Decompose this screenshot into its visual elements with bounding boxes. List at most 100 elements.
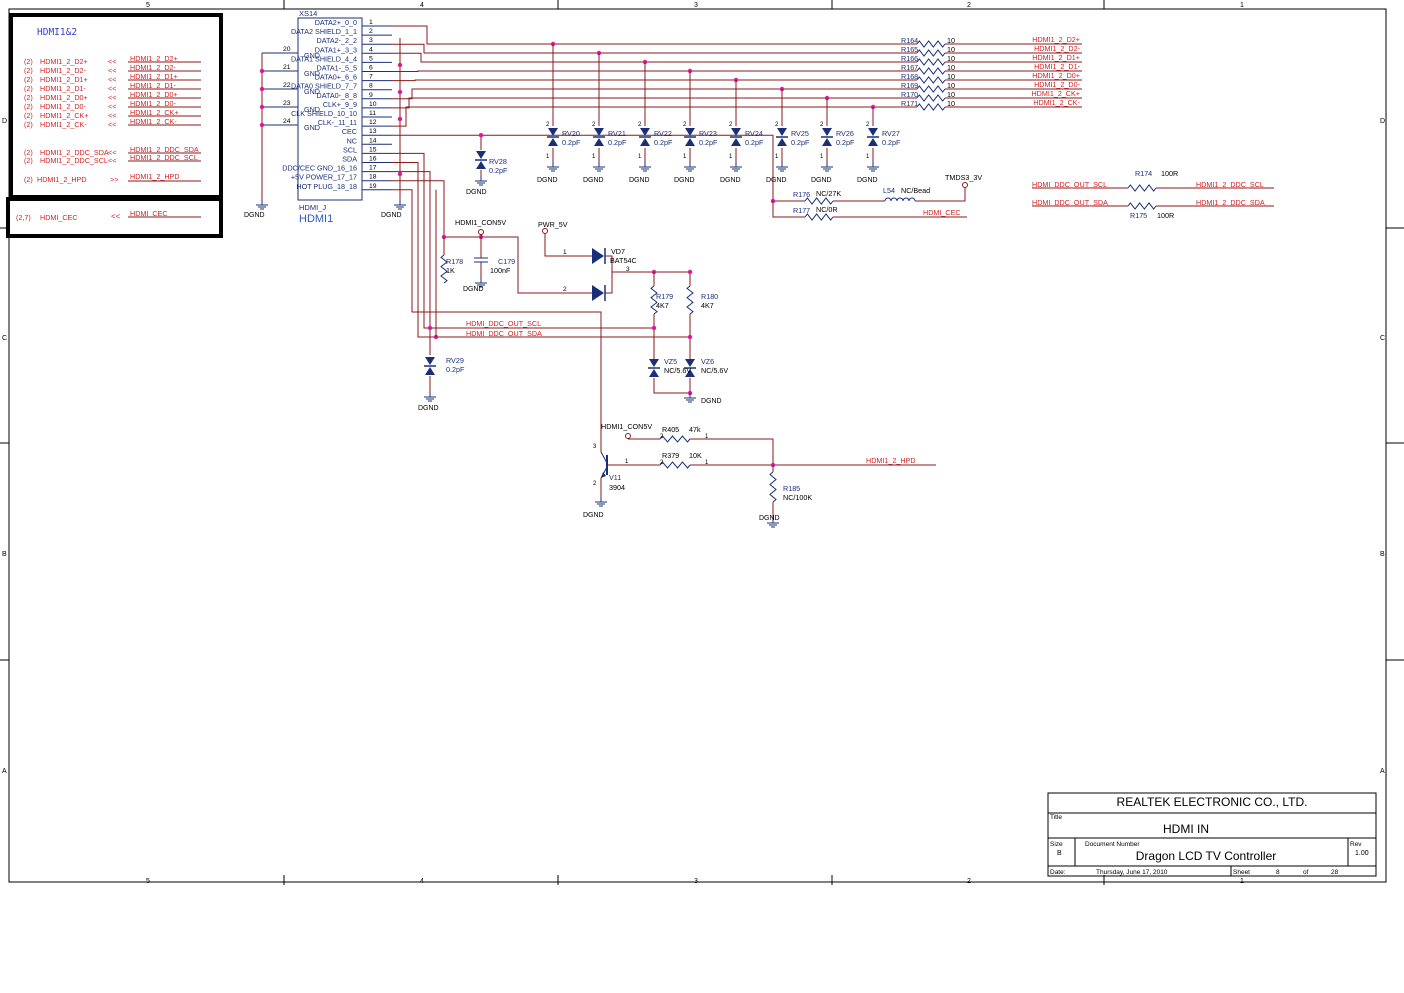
port-net: HDMI1_2_D2+ [130,54,178,63]
port-net: HDMI1_2_D2- [130,63,177,72]
rail-label: HDMI1_CON5V [601,422,652,431]
resistor-value: 10 [947,81,955,90]
pin-number: 3 [626,266,630,273]
resistor-value: 10 [947,36,955,45]
resistor-ref: R170 [901,90,918,99]
port-net: HDMI1_2_CK+ [130,108,179,117]
resistor-value: 10K [689,451,702,460]
connector-pin-label: DATA2 SHIELD_1_1 [291,27,357,36]
tvs-ref: RV26 [836,129,854,138]
tvs-value: 0.2pF [489,166,508,175]
ground-symbol [593,162,605,172]
diode-ref: VD7 [611,247,625,256]
ground-symbol [684,162,696,172]
pin-number: 1 [592,154,596,160]
tvs-ref: RV21 [608,129,626,138]
port-arrow: << [108,57,116,66]
connector-pin-number: 17 [369,165,377,172]
docnum-value: Dragon LCD TV Controller [1136,849,1277,863]
tvs-value: 0.2pF [791,138,810,147]
tvs-value: 0.2pF [882,138,901,147]
connector-pin-number: 3 [369,37,373,44]
tvs-diode [639,128,651,146]
junction-dot [397,171,403,177]
wire [612,271,691,286]
port-ref: (2) [24,84,33,93]
junction-dot [397,62,403,68]
connector-gnd-pin-number: 20 [283,46,291,53]
net-label: HDMI1_2_D1- [1034,62,1081,71]
ground-symbol [424,392,436,402]
connector-gnd-pin-number: 21 [283,64,291,71]
resistor-value: 10 [947,90,955,99]
resistor-value: 4K7 [656,301,669,310]
connector-gnd-pin-number: 23 [283,100,291,107]
connector-pin-label: DATA0+_6_6 [315,73,357,82]
row-label: D [1380,118,1385,125]
port-ref: (2) [24,66,33,75]
port-ref: (2) [24,156,33,165]
column-labels-top: 5 4 3 2 1 [146,2,1244,9]
resistor-value: 10 [947,99,955,108]
zener-vz5 [648,359,660,377]
tvs-diode [867,128,879,146]
port-name: HDMI1_2_HPD [37,175,87,184]
hdmi-port-box: HDMI1&2 (2)HDMI1_2_D2+<<HDMI1_2_D2+(2)HD… [9,13,223,199]
capacitor-value: 100nF [490,266,511,275]
junction-dot [427,325,433,331]
series-resistor [916,76,946,84]
connector-gnd-pin-number: 24 [283,118,291,125]
col-label: 5 [146,878,150,885]
connector-pin-label: DATA1 SHIELD_4_4 [291,54,357,63]
tvs-ref: RV23 [699,129,717,138]
resistor-value: 10 [947,72,955,81]
pin-number: 2 [592,122,596,128]
pin-number: 2 [775,122,779,128]
col-label: 3 [694,878,698,885]
port-name: HDMI1_2_D0- [40,102,87,111]
connector-pin-label: DATA1+_3_3 [315,45,357,54]
port-arrow: << [108,75,116,84]
tvs-value: 0.2pF [446,365,465,374]
of-label: of [1303,869,1309,876]
wire [392,97,917,109]
connector-pin-label: DATA0 SHIELD_7_7 [291,82,357,91]
transistor-ref: V11 [609,473,621,482]
port-ref: (2) [24,111,33,120]
net-label: HDMI_DDC_OUT_SDA [1032,198,1108,207]
junction-dot [259,86,265,92]
wire [392,106,917,127]
date-label: Date: [1050,869,1066,876]
tvs-value: 0.2pF [654,138,673,147]
pin-number: 1 [625,459,629,465]
ground-label: DGND [466,189,487,196]
pin-number: 1 [546,154,550,160]
ground-label: DGND [583,177,604,184]
port-ref: (2) [24,102,33,111]
ground-label: DGND [720,177,741,184]
connector-refdes: XS14 [299,9,317,18]
resistor-ref: R169 [901,81,918,90]
ground-label: DGND [244,212,265,219]
port-name: HDMI1_2_D0+ [40,93,88,102]
port-ref: (2) [24,148,33,157]
port-name: HDMI1_2_CK- [40,120,87,129]
net-label: HDMI1_2_D2+ [1032,35,1080,44]
wire [392,88,917,100]
port-net: HDMI1_2_D0- [130,99,177,108]
wires [259,25,1274,518]
tvs-diode [547,128,559,146]
connector-pin-label: CEC [342,127,357,136]
connector-pin-number: 10 [369,101,377,108]
port-ref: (2) [24,57,33,66]
wire [392,43,917,54]
column-labels-bottom: 5 4 3 2 1 [146,878,1244,885]
junction-dot [397,116,403,122]
port-name: HDMI1_2_D1- [40,84,87,93]
resistor-ref: R405 [662,425,679,434]
tvs-value: 0.2pF [608,138,627,147]
junction-dot [651,325,657,331]
row-label: B [2,551,7,558]
row-label: C [2,335,7,342]
